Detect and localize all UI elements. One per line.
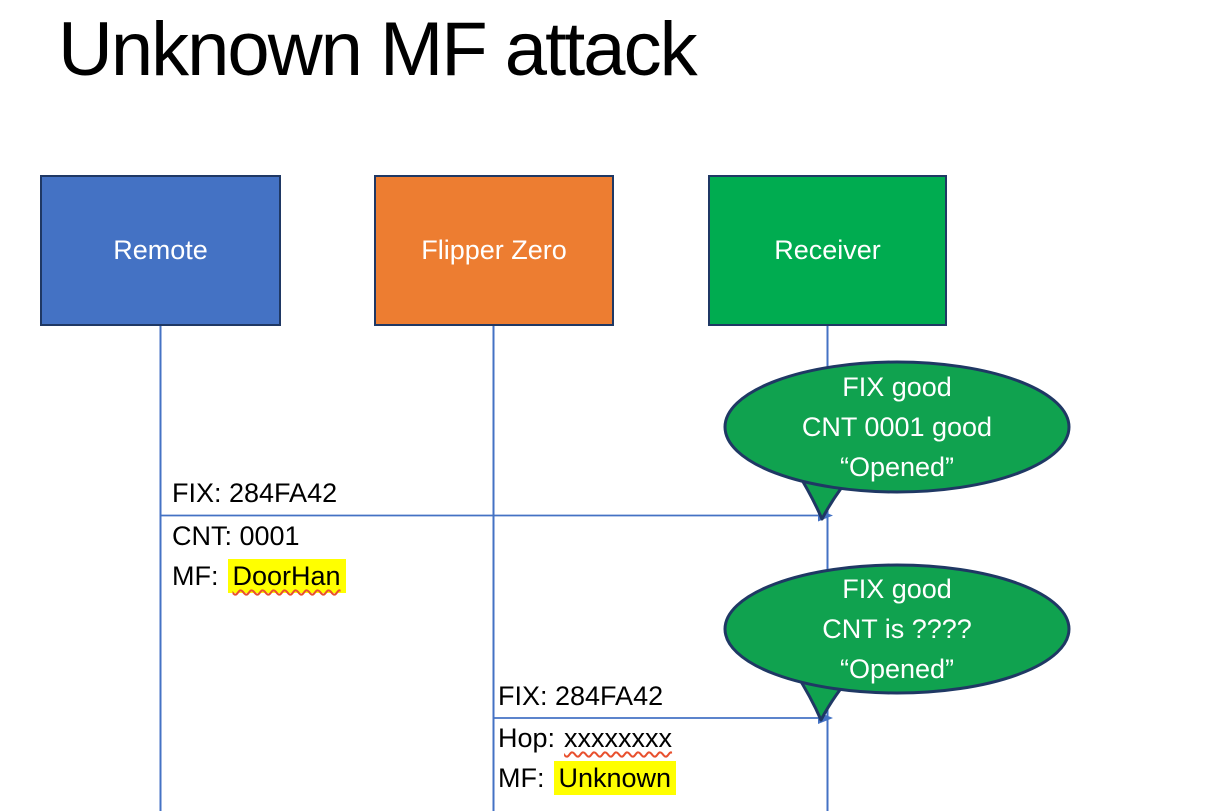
speech-bubble-1 — [723, 360, 1071, 494]
bubble-2-line: FIX good — [842, 574, 952, 604]
message-2-fix-label: FIX: 284FA42 — [498, 681, 663, 712]
bubble-2-line: CNT is ???? — [822, 614, 972, 644]
bubble-1-line: FIX good — [842, 372, 952, 402]
message-2-hop-value: xxxxxxxx — [564, 723, 673, 753]
bubble-2-line: “Opened” — [839, 654, 955, 684]
page-title: Unknown MF attack — [58, 7, 698, 92]
message-2-mf-label: MF: Unknown — [498, 761, 677, 795]
actor-box-remote: Remote — [40, 175, 281, 326]
message-2-hop-label: Hop: xxxxxxxx — [498, 723, 672, 754]
speech-bubble-2 — [723, 563, 1071, 695]
message-1-mf-value-highlight: DoorHan — [227, 559, 346, 593]
message-1-cnt-label: CNT: 0001 — [172, 521, 300, 552]
actor-label-flipper-zero: Flipper Zero — [421, 235, 567, 265]
message-1-fix-text: FIX: 284FA42 — [172, 478, 338, 508]
message-1-fix-label: FIX: 284FA42 — [172, 478, 337, 509]
message-1-mf-prefix: MF: — [172, 561, 219, 591]
bubble-2-text: FIX good CNT is ???? “Opened” — [725, 569, 1069, 689]
message-2-hop-prefix: Hop: — [498, 723, 556, 753]
message-2-fix-text: FIX: 284FA42 — [498, 681, 664, 711]
actor-box-flipper-zero: Flipper Zero — [374, 175, 614, 326]
actor-box-receiver: Receiver — [708, 175, 947, 326]
message-2-mf-prefix: MF: — [498, 763, 545, 793]
message-2-mf-value-highlight: Unknown — [553, 761, 677, 795]
message-1-mf-label: MF: DoorHan — [172, 559, 346, 593]
bubble-1-line: CNT 0001 good — [801, 412, 993, 442]
message-1-cnt-text: CNT: 0001 — [172, 521, 300, 551]
bubble-1-text: FIX good CNT 0001 good “Opened” — [725, 367, 1069, 487]
bubble-1-line: “Opened” — [839, 452, 955, 482]
actor-label-remote: Remote — [113, 235, 208, 265]
actor-label-receiver: Receiver — [774, 235, 881, 265]
